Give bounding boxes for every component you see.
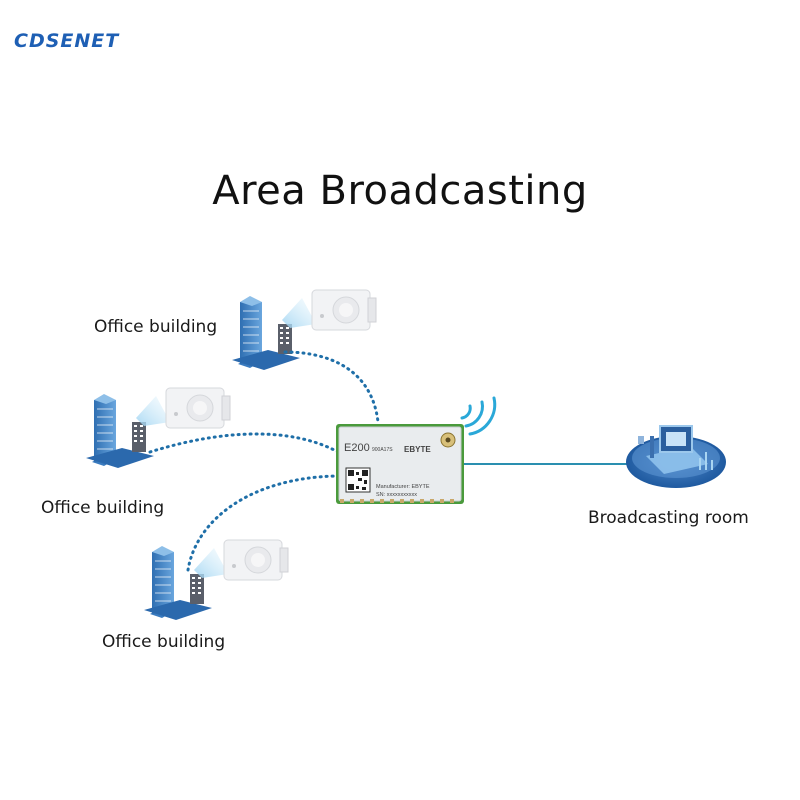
office-building-1-icon [231,289,377,371]
module-part: 900A17S [372,447,393,453]
link-office-1 [283,350,380,424]
broadcasting-room-label: Broadcasting room [588,508,749,528]
qr-code-icon [345,467,371,493]
office-building-2-icon [85,387,231,469]
wireless-signal-icon [460,396,497,436]
office-building-label-1: Office building [94,317,218,337]
e200-module: E200 900A17S EBYTE Manufacturer: EBYTE S… [336,424,464,504]
page-title: Area Broadcasting [212,168,588,214]
link-office-3 [186,474,338,572]
module-manufacturer: Manufacturer: EBYTE [376,484,430,490]
module-brand: EBYTE [404,445,431,454]
module-sn: SN: xxxxxxxxxxx [376,492,417,498]
link-office-2 [148,432,340,454]
brand-logo: CDSENET [14,30,120,52]
office-building-label-2: Office building [41,498,165,518]
office-building-label-3: Office building [102,632,226,652]
broadcasting-room-icon [626,425,726,488]
office-building-3-icon [143,539,289,621]
module-model: E200 [344,442,370,454]
